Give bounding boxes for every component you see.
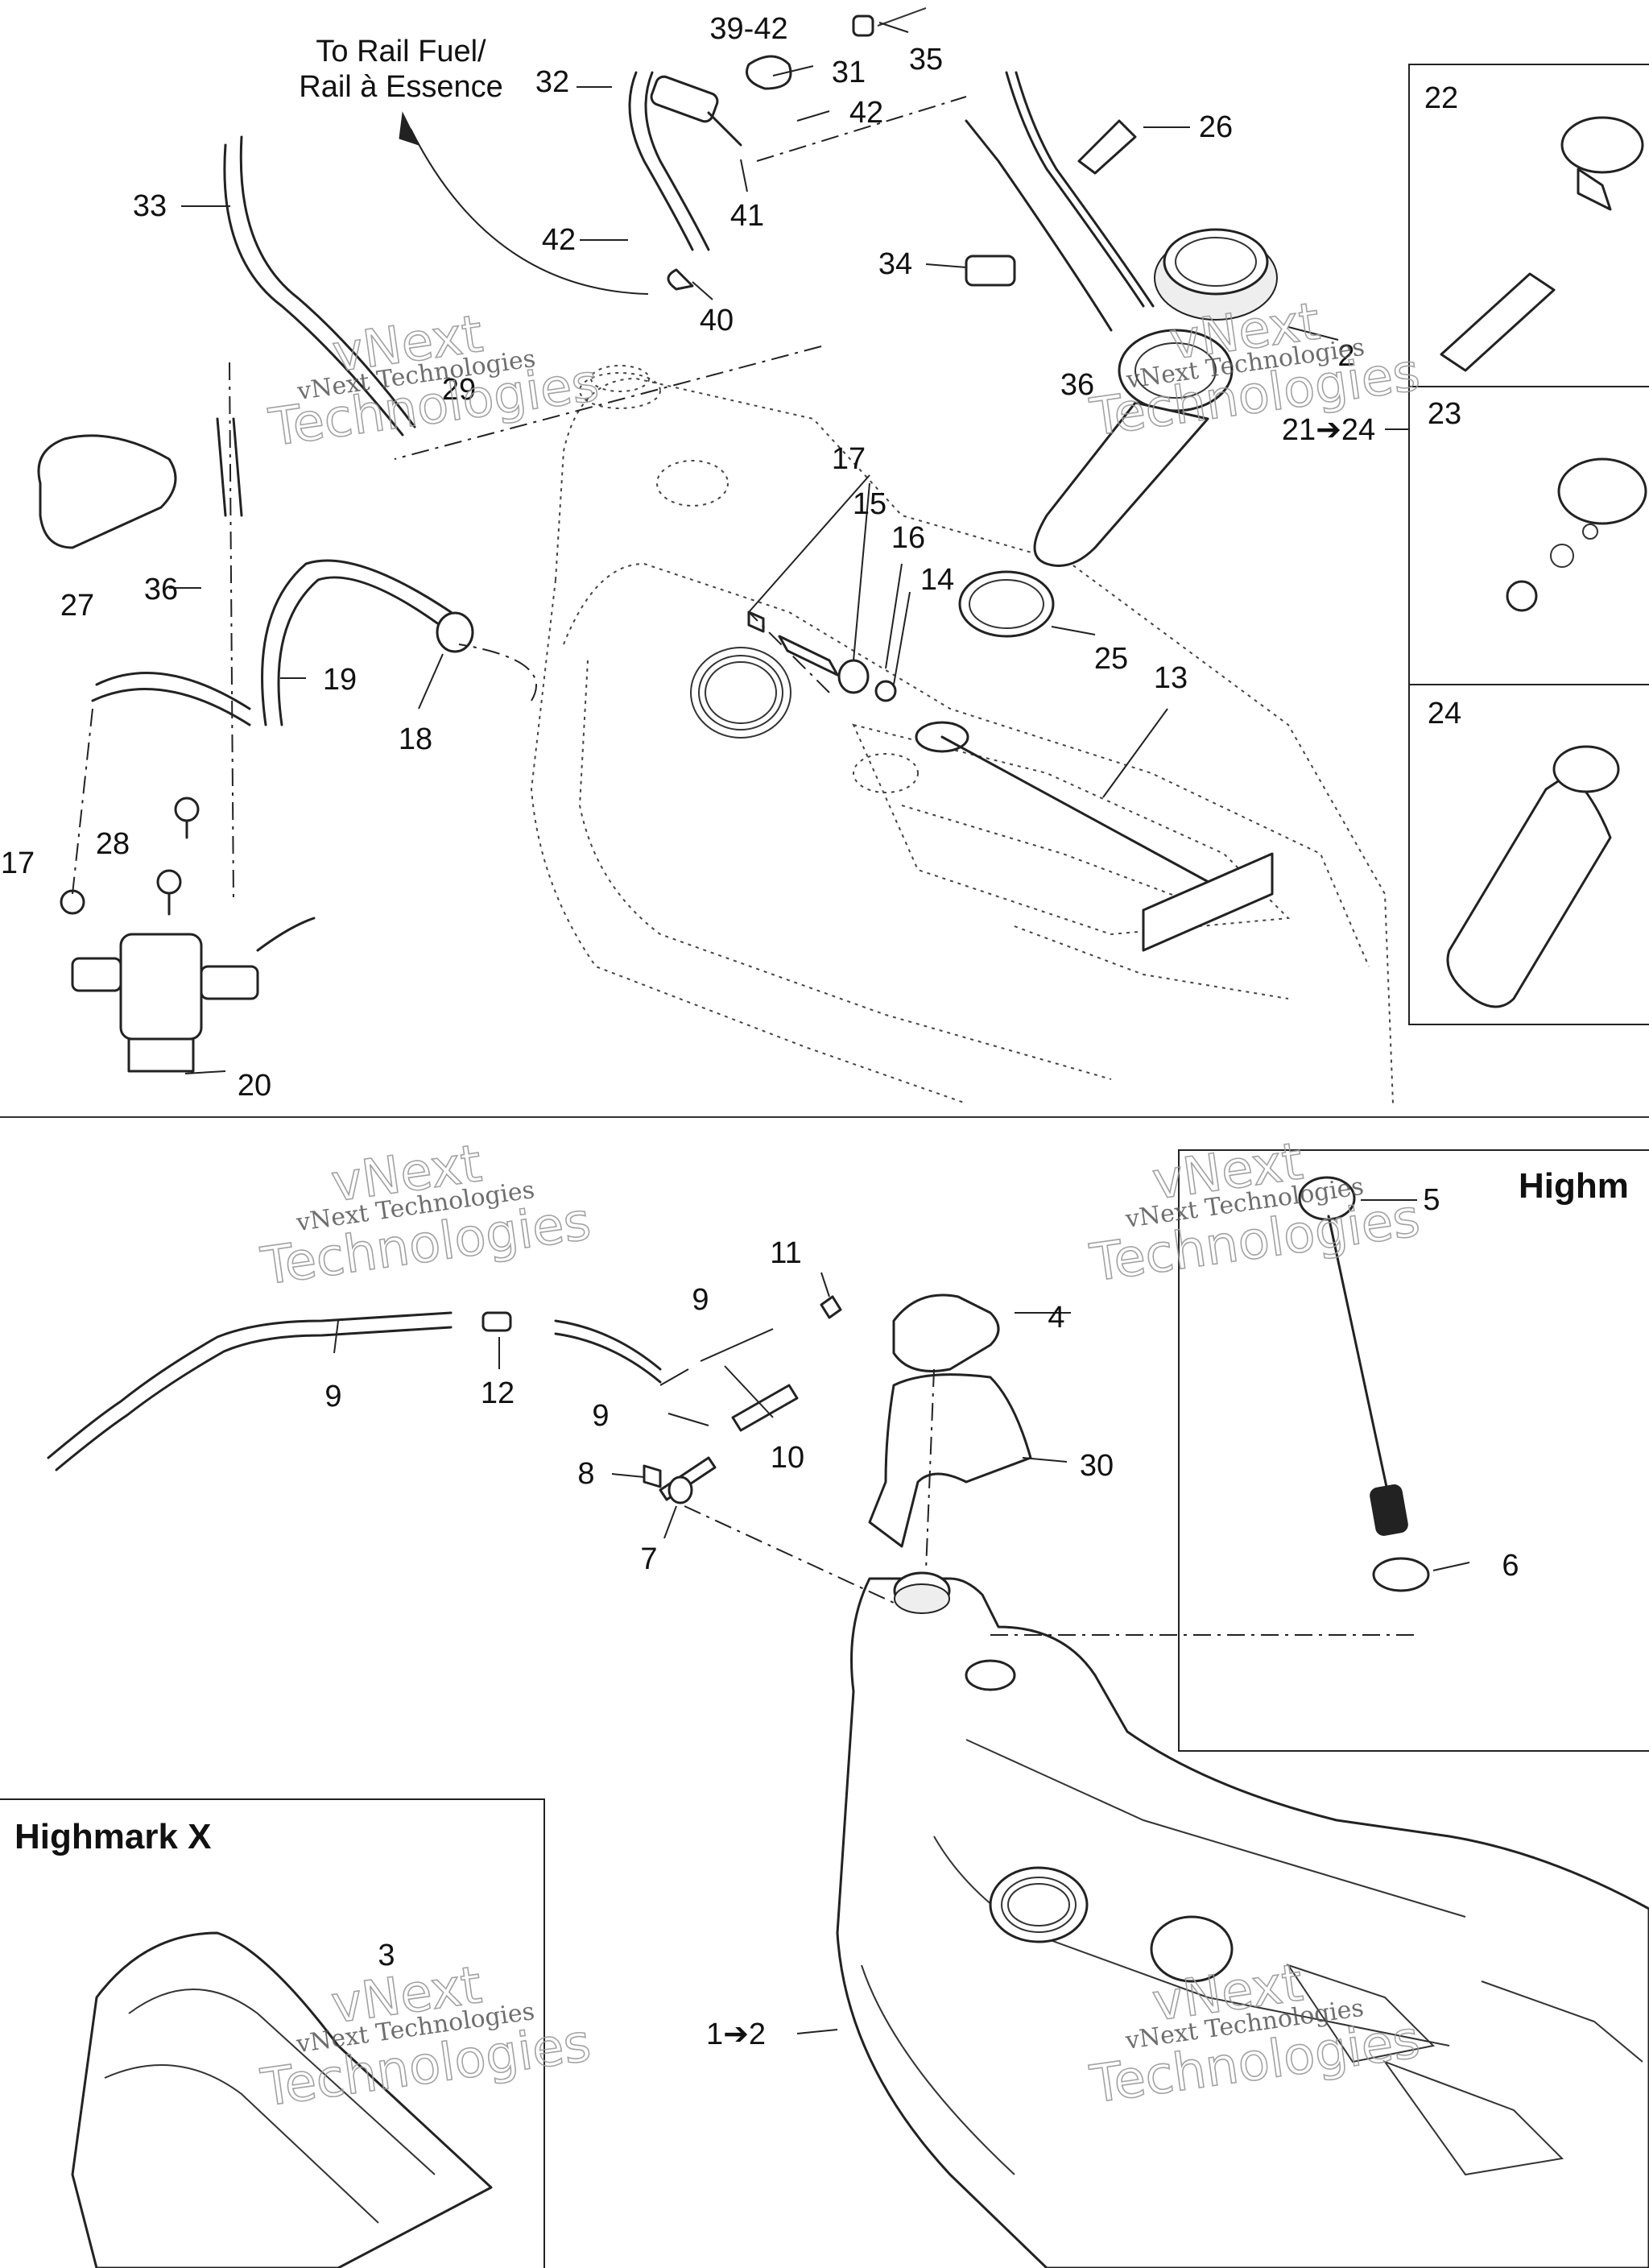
callout-33: 33 <box>133 189 167 223</box>
inset-box-highmark-x <box>0 1798 545 2268</box>
callout-31: 31 <box>832 56 866 89</box>
part-34-sleeve <box>965 255 1016 287</box>
callout-labels: 39-42 32 31 35 42 41 26 33 42 34 40 2 36… <box>1 12 1519 2051</box>
callout-40: 40 <box>700 304 734 337</box>
inset-22-pump <box>1440 116 1644 372</box>
callout-13: 13 <box>1154 661 1188 695</box>
callout-17a: 17 <box>832 442 866 476</box>
callout-42b: 42 <box>542 223 576 257</box>
callout-25: 25 <box>1094 642 1128 676</box>
callout-22: 22 <box>1424 81 1458 115</box>
part-19-vent-hose <box>91 559 457 726</box>
tank-filler-neck <box>893 1571 1016 1691</box>
part-18-elbow <box>436 611 474 653</box>
part-40-connector <box>667 268 694 291</box>
fuel-tank-main <box>836 1577 1649 2268</box>
callout-15: 15 <box>853 487 886 521</box>
callout-32: 32 <box>535 65 569 99</box>
watermark-group-1: vNext Technologies vNext Technologies <box>265 304 603 459</box>
callout-24: 24 <box>1428 697 1461 730</box>
inset-title-highmark: Highm <box>1519 1166 1629 1206</box>
callout-42a: 42 <box>849 96 883 130</box>
part-6-grommet <box>1372 1557 1430 1592</box>
part-33-29-vent-hose <box>216 135 416 517</box>
part-30-bracket <box>868 1373 1032 1548</box>
part-25-gasket <box>958 570 1055 638</box>
callout-2: 2 <box>1337 339 1354 373</box>
inset-23-seal <box>1506 457 1647 612</box>
part-3-cover <box>71 1931 493 2268</box>
inset-box-highmark <box>1178 1149 1649 1752</box>
callout-34: 34 <box>878 247 912 281</box>
callout-21-24: 21➔24 <box>1282 413 1375 447</box>
part-5-fuel-sender <box>1298 1176 1408 1536</box>
explosion-lines <box>72 96 1417 1636</box>
part-12-check-valve <box>481 1311 512 1332</box>
callout-14: 14 <box>920 563 954 597</box>
callout-9a: 9 <box>692 1283 709 1317</box>
callout-17b: 17 <box>1 846 35 880</box>
callout-18: 18 <box>399 722 432 756</box>
part-17-clip <box>60 889 85 915</box>
part-8-elbow <box>643 1464 662 1488</box>
callout-27: 27 <box>60 589 94 623</box>
callout-36b: 36 <box>144 573 178 606</box>
callout-36a: 36 <box>1060 368 1094 402</box>
callout-8: 8 <box>577 1457 594 1491</box>
callout-35: 35 <box>909 43 943 77</box>
part-4-gas-cap <box>892 1293 1000 1372</box>
inset-title-highmark-x: Highmark X <box>14 1817 212 1856</box>
callout-39-42: 39-42 <box>709 12 787 46</box>
callout-5: 5 <box>1423 1183 1440 1217</box>
part-26-clip <box>1077 119 1137 175</box>
callout-1-2: 1➔2 <box>706 2018 766 2051</box>
callout-12: 12 <box>481 1376 515 1410</box>
fuel-tank-phantom <box>530 365 1394 1104</box>
inset-box-fuel-pump <box>1408 64 1649 1025</box>
inset-24-pump-housing <box>1446 745 1620 1008</box>
part-21-24-fuel-pump-module <box>1033 329 1234 567</box>
callout-9b: 9 <box>324 1380 341 1413</box>
callout-20: 20 <box>238 1069 271 1103</box>
leader-lines <box>169 22 1470 2034</box>
callout-6: 6 <box>1502 1549 1519 1583</box>
part-31-clamp <box>746 55 792 90</box>
callout-11: 11 <box>770 1236 801 1270</box>
callout-26: 26 <box>1199 110 1233 144</box>
callout-16: 16 <box>891 521 925 555</box>
part-27-cover <box>37 434 177 549</box>
callout-30: 30 <box>1080 1449 1114 1483</box>
part-35-leader <box>877 7 927 27</box>
callout-4: 4 <box>1048 1301 1064 1335</box>
to-rail-arrow <box>410 128 649 295</box>
part-7-grommet <box>667 1475 693 1504</box>
callout-29: 29 <box>442 373 476 407</box>
callout-10: 10 <box>771 1441 804 1475</box>
to-rail-arrowhead <box>399 111 419 146</box>
parts-fuel-lines-upper <box>965 71 1155 332</box>
callout-9c: 9 <box>592 1399 609 1433</box>
callout-41: 41 <box>730 199 764 233</box>
callout-23: 23 <box>1428 397 1461 431</box>
part-35-nut <box>852 14 874 37</box>
part-32-fuel-line <box>628 71 742 251</box>
callout-19: 19 <box>323 663 357 697</box>
destination-note-line2: Rail à Essence <box>299 70 502 104</box>
part-9-vent-hose <box>47 1311 662 1471</box>
watermark-group-3: vNext Technologies vNext Technologies <box>257 1133 595 1297</box>
callout-3: 3 <box>378 1939 395 1972</box>
watermark-group-5: vNext Technologies vNext Technologies <box>257 1955 595 2119</box>
callout-28: 28 <box>96 827 130 861</box>
part-11-valve <box>820 1295 842 1319</box>
part-20-fuel-pump <box>71 917 316 1073</box>
watermark-group-4: vNext Technologies vNext Technologies <box>1086 1131 1424 1294</box>
part-2-lock-ring <box>1154 228 1278 321</box>
callout-7: 7 <box>640 1542 657 1576</box>
part-28-screws <box>156 797 200 916</box>
destination-note-line1: To Rail Fuel/ <box>316 35 486 68</box>
parts-14-17-fittings <box>747 610 897 702</box>
tank-pump-ring <box>690 647 791 739</box>
part-13-fuel-level-sender <box>915 721 1274 952</box>
